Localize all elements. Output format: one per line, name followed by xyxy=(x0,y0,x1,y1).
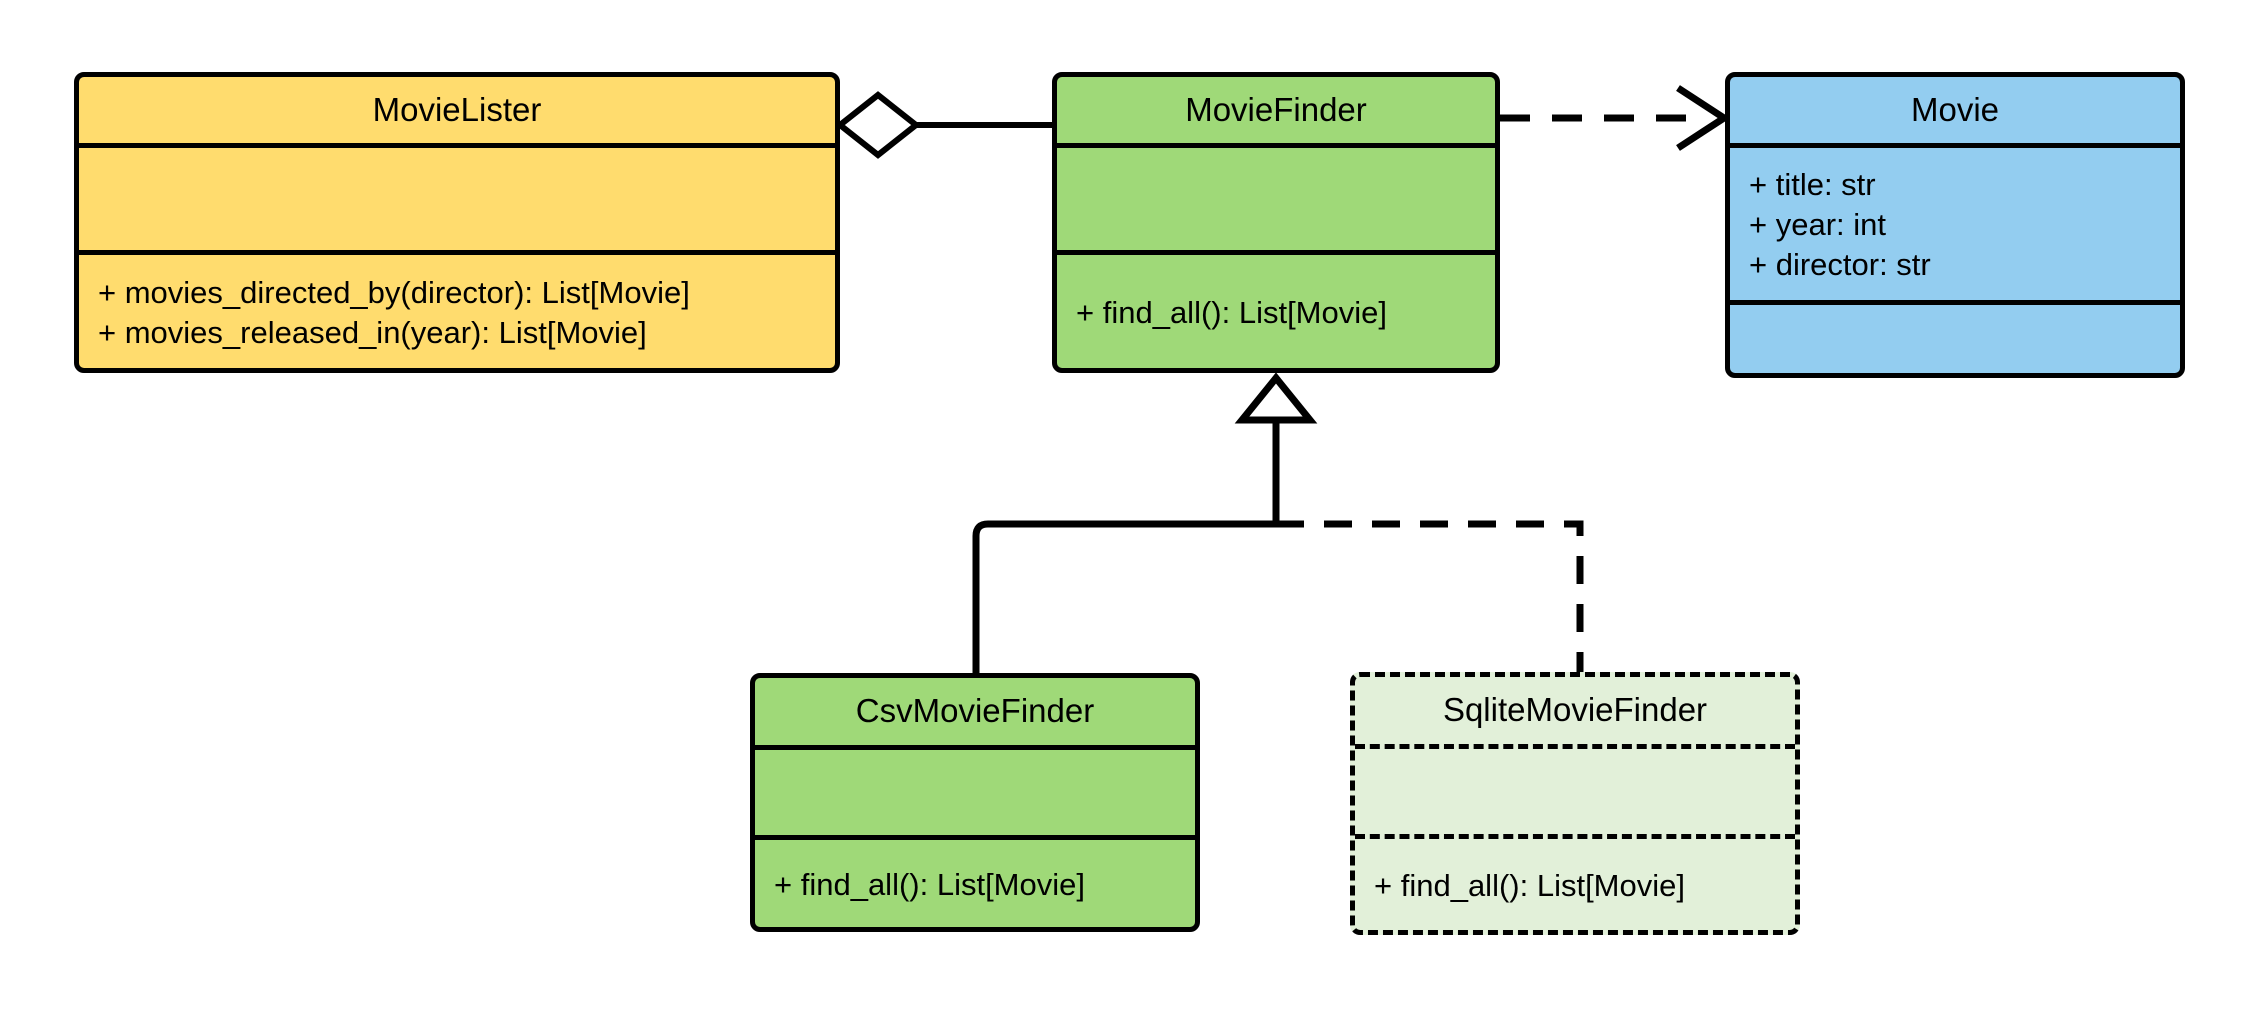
class-attribute-item: + year: int xyxy=(1749,207,1886,243)
uml-class-movie-lister[interactable]: MovieLister + movies_directed_by(directo… xyxy=(74,72,840,373)
class-attributes-compartment: + title: str + year: int + director: str xyxy=(1730,143,2180,300)
class-attributes-compartment xyxy=(755,745,1195,835)
class-name-compartment: SqliteMovieFinder xyxy=(1355,677,1795,744)
relation-generalization-csv-finder xyxy=(972,520,1276,673)
relation-generalization-sqlite-finder xyxy=(1276,520,1584,672)
open-arrow-icon xyxy=(1676,85,1731,151)
class-title: MovieFinder xyxy=(1185,90,1367,128)
class-method-item: + find_all(): List[Movie] xyxy=(1374,867,1685,903)
class-title: CsvMovieFinder xyxy=(855,692,1095,730)
class-method-item: + movies_released_in(year): List[Movie] xyxy=(98,314,647,350)
uml-class-sqlite-movie-finder[interactable]: SqliteMovieFinder + find_all(): List[Mov… xyxy=(1350,672,1800,935)
class-methods-compartment: + find_all(): List[Movie] xyxy=(1057,250,1495,368)
class-name-compartment: MovieFinder xyxy=(1057,77,1495,143)
class-attribute-item: + director: str xyxy=(1749,246,1931,282)
class-title: Movie xyxy=(1910,90,2000,128)
uml-class-movie[interactable]: Movie + title: str + year: int + directo… xyxy=(1725,72,2185,378)
relation-dependency-finder-movie xyxy=(1500,85,1731,151)
class-title: MovieLister xyxy=(372,90,542,128)
class-methods-compartment: + find_all(): List[Movie] xyxy=(755,835,1195,927)
uml-class-csv-movie-finder[interactable]: CsvMovieFinder + find_all(): List[Movie] xyxy=(750,673,1200,932)
class-attributes-compartment xyxy=(1057,143,1495,250)
hollow-diamond-icon xyxy=(835,91,921,159)
generalization-arrowhead-group xyxy=(1234,372,1318,524)
generalization-line-sqlite xyxy=(1276,520,1584,672)
hollow-triangle-icon xyxy=(1234,372,1318,424)
class-attribute-item: + title: str xyxy=(1749,167,1876,203)
class-title: SqliteMovieFinder xyxy=(1442,691,1708,729)
uml-class-movie-finder[interactable]: MovieFinder + find_all(): List[Movie] xyxy=(1052,72,1500,373)
class-attributes-compartment xyxy=(79,143,835,250)
class-method-item: + find_all(): List[Movie] xyxy=(1076,294,1387,330)
class-method-item: + find_all(): List[Movie] xyxy=(774,866,1085,902)
class-name-compartment: MovieLister xyxy=(79,77,835,143)
class-name-compartment: Movie xyxy=(1730,77,2180,143)
class-methods-compartment xyxy=(1730,300,2180,373)
class-methods-compartment: + find_all(): List[Movie] xyxy=(1355,834,1795,930)
class-attributes-compartment xyxy=(1355,744,1795,834)
relation-aggregation-lister-finder xyxy=(835,91,1052,159)
class-methods-compartment: + movies_directed_by(director): List[Mov… xyxy=(79,250,835,368)
generalization-line-csv xyxy=(972,520,1276,673)
class-name-compartment: CsvMovieFinder xyxy=(755,678,1195,745)
class-method-item: + movies_directed_by(director): List[Mov… xyxy=(98,274,690,310)
